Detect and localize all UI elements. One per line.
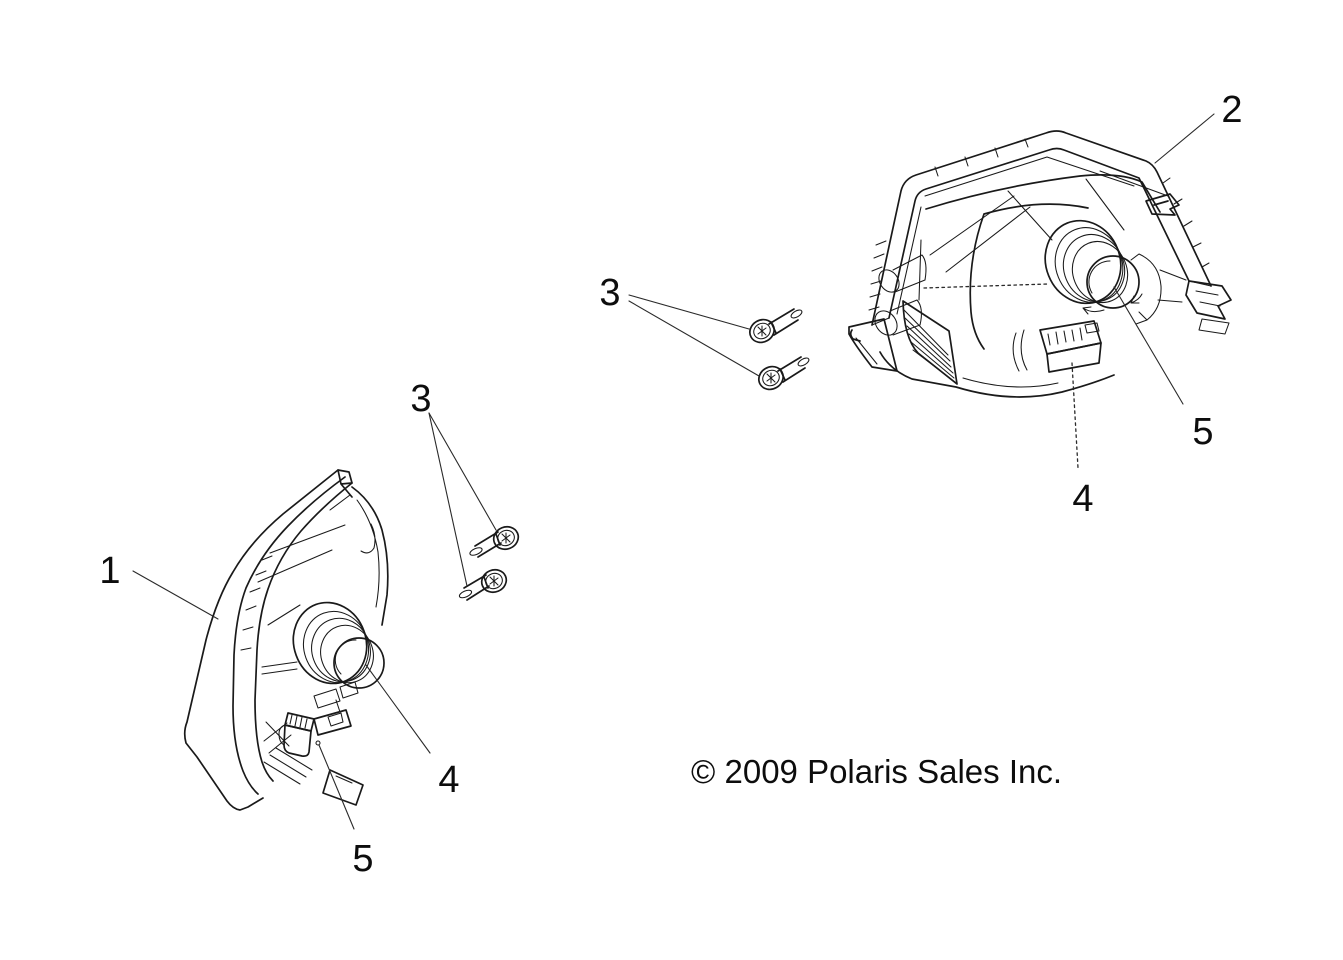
mount-tab-left	[313, 709, 352, 736]
screw-tip	[797, 357, 810, 367]
side-bracket-right	[1185, 280, 1232, 320]
copyright-text: © 2009 Polaris Sales Inc.	[691, 753, 1062, 790]
screw-left-lower	[458, 568, 508, 601]
retainer-tabs-left	[313, 681, 359, 713]
screw-torx-marks	[489, 575, 499, 587]
callout-5-left: 5	[352, 838, 373, 880]
screw-shaft	[474, 531, 502, 558]
bulb-socket-right	[1086, 255, 1140, 309]
screw-torx-marks	[766, 372, 776, 384]
headlight-assembly-right	[848, 130, 1232, 398]
leader-line-3-right-b	[628, 300, 760, 377]
screws-right-pair	[749, 308, 810, 391]
screw-head-face	[753, 322, 771, 340]
callout-2: 2	[1221, 89, 1242, 131]
housing-right-seam-dotted	[923, 283, 1049, 289]
screw-head-face	[762, 369, 780, 387]
housing-right-cylinder	[969, 203, 1089, 350]
bulb-ring-left-2	[302, 610, 370, 684]
trim-ring-right-inner	[888, 147, 1190, 319]
boss-right-lower	[874, 310, 898, 336]
housing-right-bottom	[879, 351, 1115, 398]
boss-right-upper	[878, 269, 900, 293]
leader-line-1	[132, 570, 219, 620]
housing-struts-left	[257, 494, 351, 626]
leader-line-4-right	[1071, 362, 1079, 469]
side-bracket-right-inner	[1195, 290, 1230, 335]
bulb-ring-right-4	[1071, 241, 1129, 303]
callout-4-right: 4	[1072, 478, 1093, 520]
screw-right-lower	[758, 356, 810, 391]
leader-line-2	[1154, 113, 1215, 164]
connector-left	[278, 709, 352, 758]
bulb-rotate-arrow-right	[1082, 293, 1143, 315]
screw-shaft	[768, 308, 799, 336]
screw-hole-left	[315, 740, 321, 746]
connector-left-front	[283, 724, 312, 758]
callout-4-left: 4	[438, 759, 459, 801]
connector-right-collar	[1012, 329, 1028, 372]
louver-ribs-left	[263, 747, 313, 785]
cross-braces-left	[263, 721, 292, 754]
headlight-assembly-left	[183, 469, 389, 811]
trim-ring-right-inner2	[871, 156, 1212, 326]
bulb-ring-left-4	[320, 624, 374, 684]
bracket-foot-inner	[855, 337, 878, 365]
louver-ribs-right	[903, 309, 956, 383]
leader-line-3-left-a	[428, 412, 497, 531]
screw-shaft	[463, 574, 490, 601]
mount-tab-left-slot	[327, 712, 344, 727]
lens-edge-lines-left	[261, 661, 298, 675]
connector-right-latch	[1084, 322, 1100, 334]
leader-line-3-left-b	[428, 412, 468, 587]
bulb-rings-right	[1044, 219, 1143, 315]
connector-right	[1012, 320, 1102, 373]
connector-right-front	[1046, 342, 1102, 373]
screw-torx-marks	[501, 532, 511, 544]
bracket-foot-left-inner	[335, 775, 353, 784]
bulb-rings-left	[261, 601, 385, 689]
housing-left-outline	[351, 486, 389, 626]
housing-left-reflector	[356, 499, 380, 608]
screw-right-upper	[749, 308, 803, 344]
bulb-socket-right-rim	[1088, 260, 1111, 294]
leader-line-3-right-a	[628, 294, 750, 330]
screw-tip	[469, 547, 483, 556]
housing-right-top	[925, 174, 1161, 213]
trim-ring-right-outer	[871, 130, 1212, 326]
screw-flange	[492, 525, 520, 551]
callout-1: 1	[99, 550, 120, 592]
bulb-socket-left	[333, 637, 385, 689]
housing-struts-right	[918, 170, 1169, 301]
trim-shield-left-middle	[232, 476, 346, 795]
screw-flange	[480, 568, 508, 594]
callout-3-left: 3	[410, 378, 431, 420]
bulb-holder-right	[1130, 253, 1187, 325]
connector-left-ribs	[289, 714, 308, 729]
callout-3-right: 3	[599, 272, 620, 314]
screw-tip	[790, 309, 803, 319]
trim-left-hatching	[240, 555, 273, 651]
leader-line-5-right	[1113, 286, 1184, 405]
screws-left-pair	[458, 525, 520, 601]
trim-shield-left-outer	[183, 469, 339, 811]
callout-5-right: 5	[1192, 411, 1213, 453]
bracket-foot-right-assembly	[848, 318, 898, 372]
screw-torx-marks	[757, 325, 767, 337]
screw-tip	[458, 589, 473, 599]
trim-ring-right-hatching	[868, 138, 1210, 311]
boss-right-upper-body	[892, 254, 927, 293]
leader-line-5-left	[318, 744, 355, 830]
connector-right-ribs	[1047, 327, 1083, 346]
clip-tab-right	[1145, 193, 1180, 216]
housing-right-bottom-inner	[962, 377, 1059, 388]
trim-shield-left-inner	[254, 482, 353, 782]
screw-shaft	[777, 356, 806, 383]
bulb-ring-right-1	[1044, 219, 1122, 305]
bulb-socket-left-rim	[334, 639, 357, 675]
screw-left-upper	[469, 525, 520, 558]
leader-line-4-left	[365, 664, 431, 754]
bracket-foot-left-assembly	[322, 769, 364, 806]
